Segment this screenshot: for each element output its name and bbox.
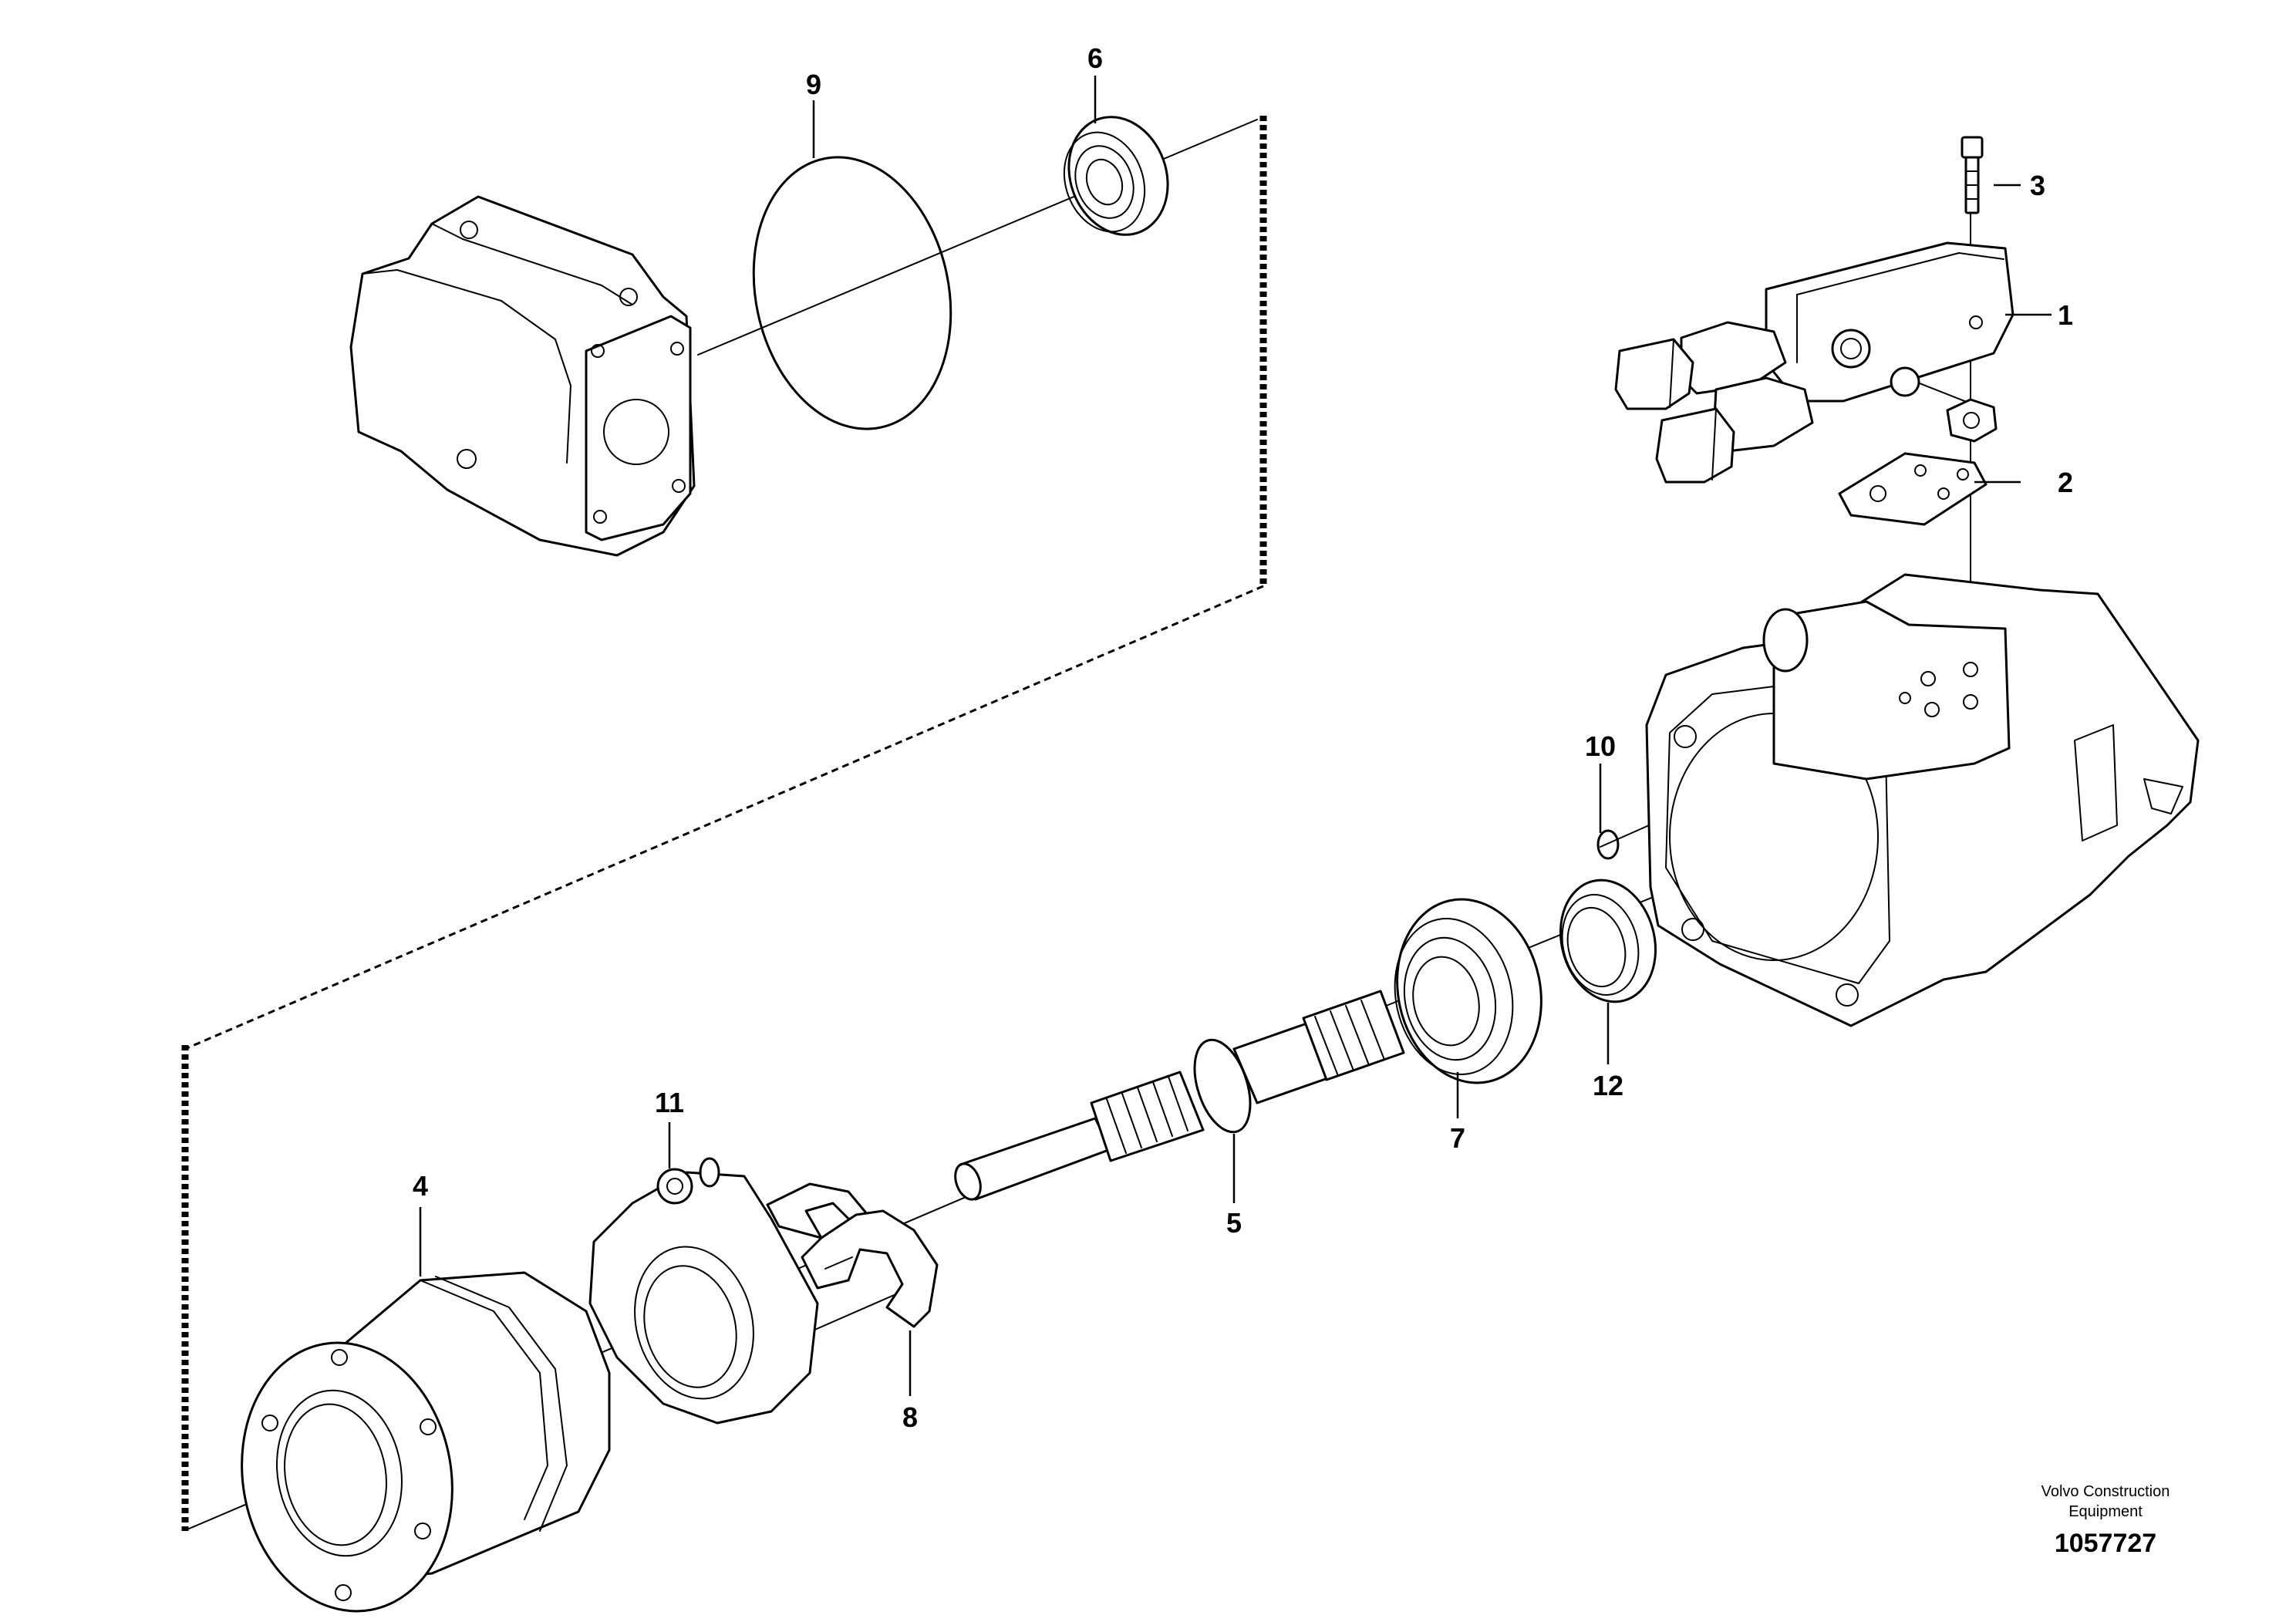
bearing-part-7 [1394, 898, 1542, 1084]
label-part-4: 4 [413, 1170, 428, 1202]
label-part-11: 11 [655, 1087, 684, 1118]
disc-part-11 [588, 1157, 819, 1425]
cylinder-block-part-4 [241, 1271, 611, 1613]
plate-part-2 [1838, 452, 1988, 526]
assembly-boundary [181, 116, 1267, 1531]
label-part-7: 7 [1450, 1122, 1465, 1154]
label-part-3: 3 [2030, 170, 2045, 201]
valve-block-part-1 [1614, 241, 2014, 484]
cap-screw-part-3 [1961, 136, 1984, 214]
drawing-number: 1057727 [2055, 1529, 2156, 1558]
label-part-5: 5 [1226, 1207, 1242, 1239]
plug [1946, 398, 1998, 443]
caption: Volvo Construction Equipment 1057727 [2041, 1483, 2170, 1558]
caption-division: Equipment [2068, 1503, 2143, 1520]
caption-company: Volvo Construction [2041, 1483, 2170, 1500]
pump-cover [349, 195, 696, 557]
shaft-seal-part-12 [1559, 878, 1657, 1003]
label-part-12: 12 [1593, 1070, 1623, 1101]
label-part-6: 6 [1087, 42, 1103, 74]
label-part-10: 10 [1585, 730, 1616, 762]
drive-shaft-part-5 [954, 990, 1405, 1201]
pump-housing [1645, 573, 2200, 1027]
label-part-9: 9 [806, 69, 821, 100]
part-labels: 9 6 3 1 2 10 12 7 5 8 11 4 [413, 42, 2073, 1433]
label-part-1: 1 [2058, 299, 2073, 331]
label-part-2: 2 [2058, 467, 2073, 498]
bearing-part-6 [1063, 116, 1169, 236]
leader-lines [419, 76, 2052, 1396]
label-part-8: 8 [902, 1401, 918, 1433]
o-ring-part-10 [1596, 829, 1620, 860]
spring-clips-part-8 [766, 1182, 939, 1328]
o-ring-part-9 [752, 156, 952, 430]
